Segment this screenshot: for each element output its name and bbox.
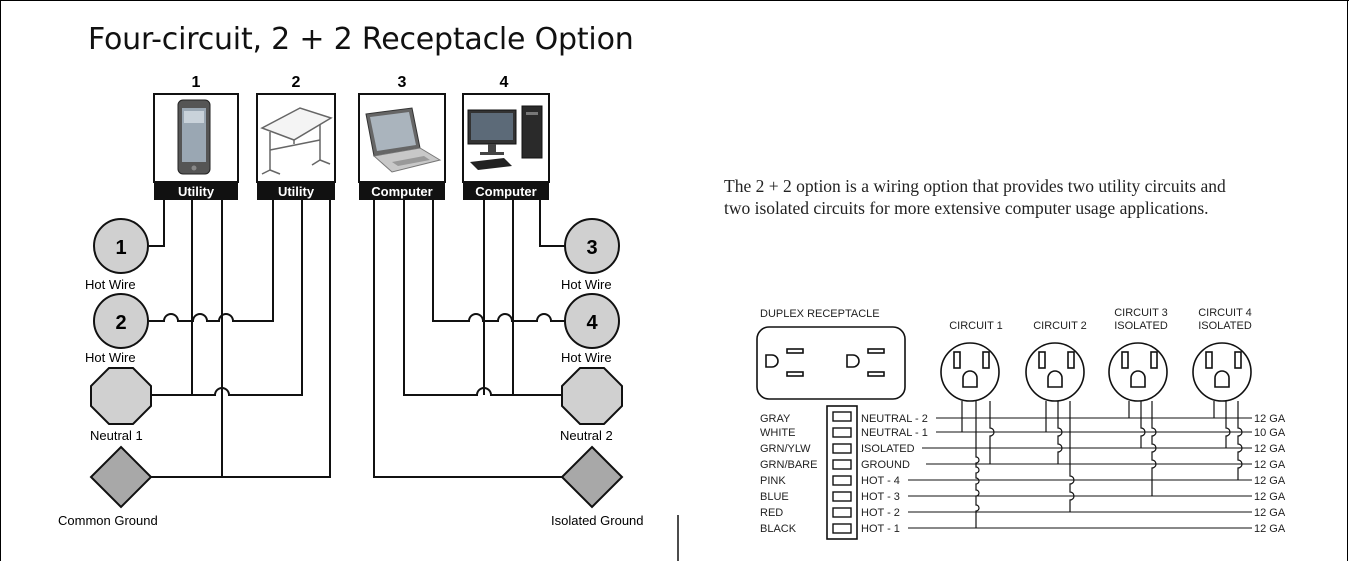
- wire-name-hot-4: HOT - 4: [861, 475, 900, 487]
- left-wiring-diagram: 1 2 3 4 Utility: [58, 74, 644, 528]
- device-label-2: Utility: [278, 184, 315, 199]
- circuit-header-3-line2: ISOLATED: [1114, 320, 1168, 332]
- smartphone-icon: [177, 99, 211, 175]
- wire-color-pink: PINK: [760, 475, 786, 487]
- left-wires: [121, 200, 566, 478]
- hot-wire-terminal-4: 4 Hot Wire: [561, 293, 620, 365]
- desk-icon: [260, 107, 333, 175]
- isolated-ground-terminal: Isolated Ground: [551, 445, 644, 528]
- wire-color-gray: GRAY: [760, 413, 791, 425]
- circuit-number-4: 4: [500, 74, 509, 91]
- description-text: The 2 + 2 option is a wiring option that…: [724, 176, 1226, 218]
- hot-wire-terminal-2: 2 Hot Wire: [85, 293, 149, 365]
- circuit-header-3-line1: CIRCUIT 3: [1114, 307, 1168, 319]
- circuit-header-4-line1: CIRCUIT 4: [1198, 307, 1252, 319]
- device-box-4: Computer: [462, 93, 550, 200]
- wire-color-grn-ylw: GRN/YLW: [760, 443, 811, 455]
- right-wire-lines: [908, 417, 1252, 529]
- page-title: Four-circuit, 2 + 2 Receptacle Option: [88, 22, 634, 57]
- circuit-header-2: CIRCUIT 2: [1033, 320, 1087, 332]
- wire-name-hot-1: HOT - 1: [861, 523, 900, 535]
- wire-gauge-7: 12 GA: [1254, 507, 1286, 519]
- desktop-computer-icon: [467, 105, 543, 170]
- frame-top-border: [0, 0, 1349, 1]
- terminal-label-hot-2: Hot Wire: [85, 350, 136, 365]
- common-ground-terminal: Common Ground: [58, 445, 158, 528]
- device-label-4: Computer: [475, 184, 536, 199]
- terminal-label-common-ground: Common Ground: [58, 513, 158, 528]
- circuit-4-receptacle-icon: [1192, 342, 1252, 402]
- device-label-1: Utility: [178, 184, 215, 199]
- wire-name-neutral-2: NEUTRAL - 2: [861, 413, 928, 425]
- wire-gauge-8: 12 GA: [1254, 523, 1286, 535]
- terminal-label-hot-3: Hot Wire: [561, 277, 612, 292]
- device-box-2: Utility: [256, 93, 336, 200]
- wire-color-blue: BLUE: [760, 491, 789, 503]
- terminal-number-2: 2: [115, 312, 126, 334]
- wire-name-hot-3: HOT - 3: [861, 491, 900, 503]
- wire-name-isolated: ISOLATED: [861, 443, 915, 455]
- hot-wire-terminal-1: 1 Hot Wire: [85, 218, 149, 292]
- terminal-label-neutral-1: Neutral 1: [90, 428, 143, 443]
- wire-color-black: BLACK: [760, 523, 797, 535]
- right-vertical-drops: [961, 401, 1243, 528]
- duplex-receptacle-label: DUPLEX RECEPTACLE: [760, 308, 880, 320]
- wire-gauge-6: 12 GA: [1254, 491, 1286, 503]
- circuit-2-receptacle-icon: [1025, 342, 1085, 402]
- terminal-number-1: 1: [115, 237, 126, 259]
- wire-name-neutral-1: NEUTRAL - 1: [861, 427, 928, 439]
- right-wiring-diagram: DUPLEX RECEPTACLE CIRCUIT 1 CIRCUIT 2 CI…: [756, 307, 1286, 540]
- neutral-terminal-1: Neutral 1: [90, 367, 152, 443]
- terminal-label-isolated-ground: Isolated Ground: [551, 513, 644, 528]
- circuit-header-1: CIRCUIT 1: [949, 320, 1003, 332]
- terminal-label-hot-4: Hot Wire: [561, 350, 612, 365]
- wire-color-white: WHITE: [760, 427, 795, 439]
- wire-gauge-1: 12 GA: [1254, 413, 1286, 425]
- device-label-3: Computer: [371, 184, 432, 199]
- circuit-number-3: 3: [398, 74, 407, 91]
- circuit-number-2: 2: [292, 74, 301, 91]
- wire-color-red: RED: [760, 507, 783, 519]
- neutral-terminal-2: Neutral 2: [560, 367, 623, 443]
- wire-gauge-2: 10 GA: [1254, 427, 1286, 439]
- circuit-1-receptacle-icon: [940, 342, 1000, 402]
- wire-name-hot-2: HOT - 2: [861, 507, 900, 519]
- wire-gauge-5: 12 GA: [1254, 475, 1286, 487]
- device-box-3: Computer: [358, 93, 446, 200]
- frame-right-border: [1347, 0, 1348, 561]
- wire-color-grn-bare: GRN/BARE: [760, 459, 817, 471]
- terminal-number-4: 4: [586, 312, 598, 334]
- circuit-3-receptacle-icon: [1108, 342, 1168, 402]
- circuit-header-4-line2: ISOLATED: [1198, 320, 1252, 332]
- circuit-number-1: 1: [192, 74, 201, 91]
- hot-wire-terminal-3: 3 Hot Wire: [561, 218, 620, 292]
- terminal-label-hot-1: Hot Wire: [85, 277, 136, 292]
- wire-connector-block: [826, 405, 858, 540]
- terminal-label-neutral-2: Neutral 2: [560, 428, 613, 443]
- wire-name-ground: GROUND: [861, 459, 910, 471]
- frame-left-border: [0, 0, 1, 561]
- laptop-icon: [365, 107, 442, 173]
- device-box-1: Utility: [153, 93, 239, 200]
- wire-gauge-3: 12 GA: [1254, 443, 1286, 455]
- duplex-receptacle-icon: [756, 326, 906, 400]
- wire-gauge-4: 12 GA: [1254, 459, 1286, 471]
- terminal-number-3: 3: [586, 237, 597, 259]
